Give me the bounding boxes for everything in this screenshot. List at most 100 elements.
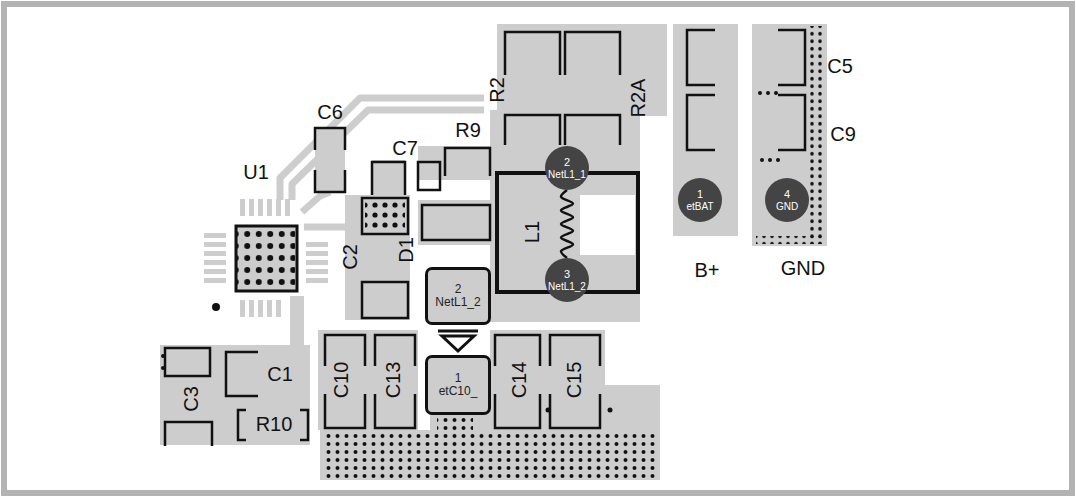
ic-pin xyxy=(204,233,226,238)
pad-outline xyxy=(325,335,365,366)
via-array xyxy=(756,236,826,244)
ic-pin xyxy=(306,278,328,283)
pad-circle: 1etBAT xyxy=(678,178,722,222)
ic-pin xyxy=(306,242,328,247)
part-label: B+ xyxy=(694,260,719,280)
pad-outline xyxy=(226,352,258,396)
copper-pad xyxy=(418,200,493,245)
ic-pin xyxy=(240,199,245,216)
part-label: C14 xyxy=(509,362,529,399)
pad-outline xyxy=(565,32,620,75)
copper-trace xyxy=(290,296,304,356)
copper-trace xyxy=(304,224,345,231)
via xyxy=(774,91,778,95)
part-label: U1 xyxy=(243,162,269,182)
pad-outline xyxy=(165,348,210,376)
ic-pin xyxy=(204,251,226,256)
ic-pin xyxy=(258,199,263,216)
via-array xyxy=(365,202,405,230)
copper-pour xyxy=(490,110,640,322)
pad-outline xyxy=(550,335,600,366)
net-name: GND xyxy=(776,201,798,212)
part-label: C5 xyxy=(827,56,853,76)
pad-outline xyxy=(372,162,405,195)
ic-pin xyxy=(258,300,263,317)
ic-pin xyxy=(204,278,226,283)
pad-circle: 4GND xyxy=(765,178,809,222)
part-label: D1 xyxy=(396,237,416,263)
net-name: NetL1_1 xyxy=(548,169,586,180)
part-label: R2A xyxy=(628,79,648,118)
part-label: C15 xyxy=(564,362,584,399)
pad-number: 3 xyxy=(564,268,570,280)
pad-outline xyxy=(505,115,560,145)
net-name: NetL1_2 xyxy=(435,296,480,309)
pad-number: 2 xyxy=(564,156,570,168)
via-array xyxy=(437,418,473,434)
ic-pin xyxy=(306,269,328,274)
part-label: C2 xyxy=(340,244,360,270)
via xyxy=(758,91,762,95)
pad-outline xyxy=(362,198,408,234)
pad-disc xyxy=(765,178,809,222)
ic-pin xyxy=(204,242,226,247)
ic-pin xyxy=(204,260,226,265)
pad-circle: 3NetL1_2 xyxy=(545,258,589,302)
ic-pin xyxy=(285,199,290,216)
pad-outline xyxy=(422,205,490,240)
ic-pin xyxy=(276,199,281,216)
copper-trace xyxy=(292,110,484,200)
pad-outline xyxy=(238,410,246,440)
copper-pour xyxy=(318,330,418,430)
via-array xyxy=(237,227,295,289)
pad-disc xyxy=(545,146,589,190)
copper-void xyxy=(580,195,635,255)
pad-outline xyxy=(495,335,540,366)
via xyxy=(760,158,764,162)
via xyxy=(768,158,772,162)
net-name: NetL1_2 xyxy=(548,281,586,292)
part-label: C9 xyxy=(830,124,856,144)
pad-outline xyxy=(565,115,620,145)
pad-number: 1 xyxy=(697,188,703,200)
pad-outline xyxy=(300,410,308,440)
ic-pin xyxy=(276,300,281,317)
net-name: etC10_ xyxy=(439,385,478,398)
part-label: C1 xyxy=(267,364,293,384)
copper-pour xyxy=(320,430,660,480)
pad-outline xyxy=(505,32,560,75)
part-label: R2 xyxy=(487,77,507,103)
diode-bar xyxy=(438,330,478,333)
part-label: C3 xyxy=(181,386,201,412)
pad-outline xyxy=(325,394,365,428)
silkscreen-outline xyxy=(165,30,805,446)
part-label: C10 xyxy=(331,362,351,399)
pad-outline xyxy=(687,30,715,85)
pad-number: 1 xyxy=(455,372,462,385)
pad-outline xyxy=(495,394,540,428)
via xyxy=(766,91,770,95)
pad-outline xyxy=(418,162,440,190)
pad-outline xyxy=(165,422,212,446)
ic-pin xyxy=(267,300,272,317)
pad-outline xyxy=(445,148,490,176)
pad-disc xyxy=(545,258,589,302)
pad-circle: 2NetL1_1 xyxy=(545,146,589,190)
part-label: C13 xyxy=(383,362,403,399)
copper-pour xyxy=(752,24,827,246)
diode-pad: 2NetL1_2 xyxy=(425,267,491,325)
ic-pin xyxy=(249,199,254,216)
ic-pin xyxy=(249,300,254,317)
ic-pin xyxy=(306,260,328,265)
via-array xyxy=(325,434,657,478)
via-array xyxy=(806,26,824,244)
pad-outline xyxy=(550,394,600,428)
copper-pour xyxy=(673,24,738,236)
net-name: etBAT xyxy=(686,201,713,212)
pin-one-dot xyxy=(212,303,220,311)
pad-outline xyxy=(687,95,715,150)
pad-outline xyxy=(778,30,805,85)
copper-pour xyxy=(160,24,827,480)
